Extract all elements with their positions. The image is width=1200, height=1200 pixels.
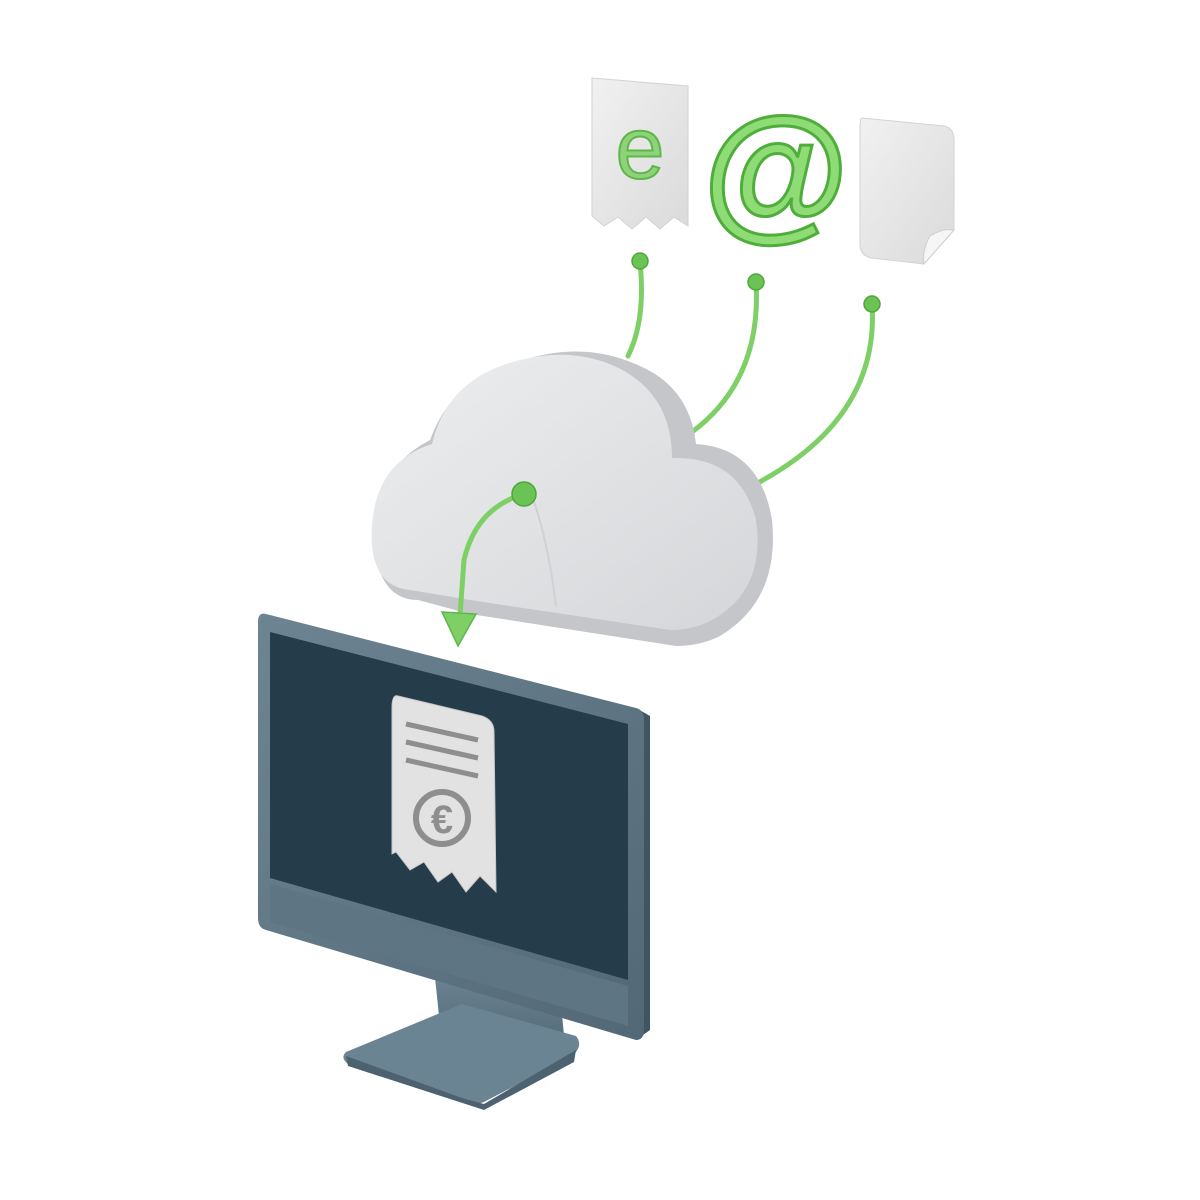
receipt-line-1: [405, 721, 479, 743]
node-cloud-output: [511, 481, 537, 507]
node-email: [747, 273, 765, 291]
source-connectors: [625, 259, 875, 489]
euro-receipt-icon: €: [391, 695, 497, 894]
euro-coin: [413, 789, 471, 847]
at-sign-icon: @: [701, 85, 850, 256]
connector-e-document: [625, 259, 644, 359]
node-e-document: [631, 252, 649, 270]
receipt-line-2: [405, 739, 479, 761]
connector-paper: [749, 301, 875, 489]
at-glyph: @: [703, 86, 849, 254]
receipt-line-3: [405, 757, 479, 779]
e-invoice-receipt-icon: e: [591, 77, 689, 230]
connector-email: [689, 279, 759, 435]
node-paper: [863, 295, 881, 313]
output-arrow: [440, 481, 537, 648]
blank-document-icon: [859, 117, 955, 266]
arrow-head-icon: [440, 611, 478, 648]
e-glyph: e: [616, 98, 665, 197]
cloud-icon: [371, 351, 773, 646]
euro-glyph: €: [431, 798, 453, 842]
connector-nodes: [631, 252, 881, 313]
